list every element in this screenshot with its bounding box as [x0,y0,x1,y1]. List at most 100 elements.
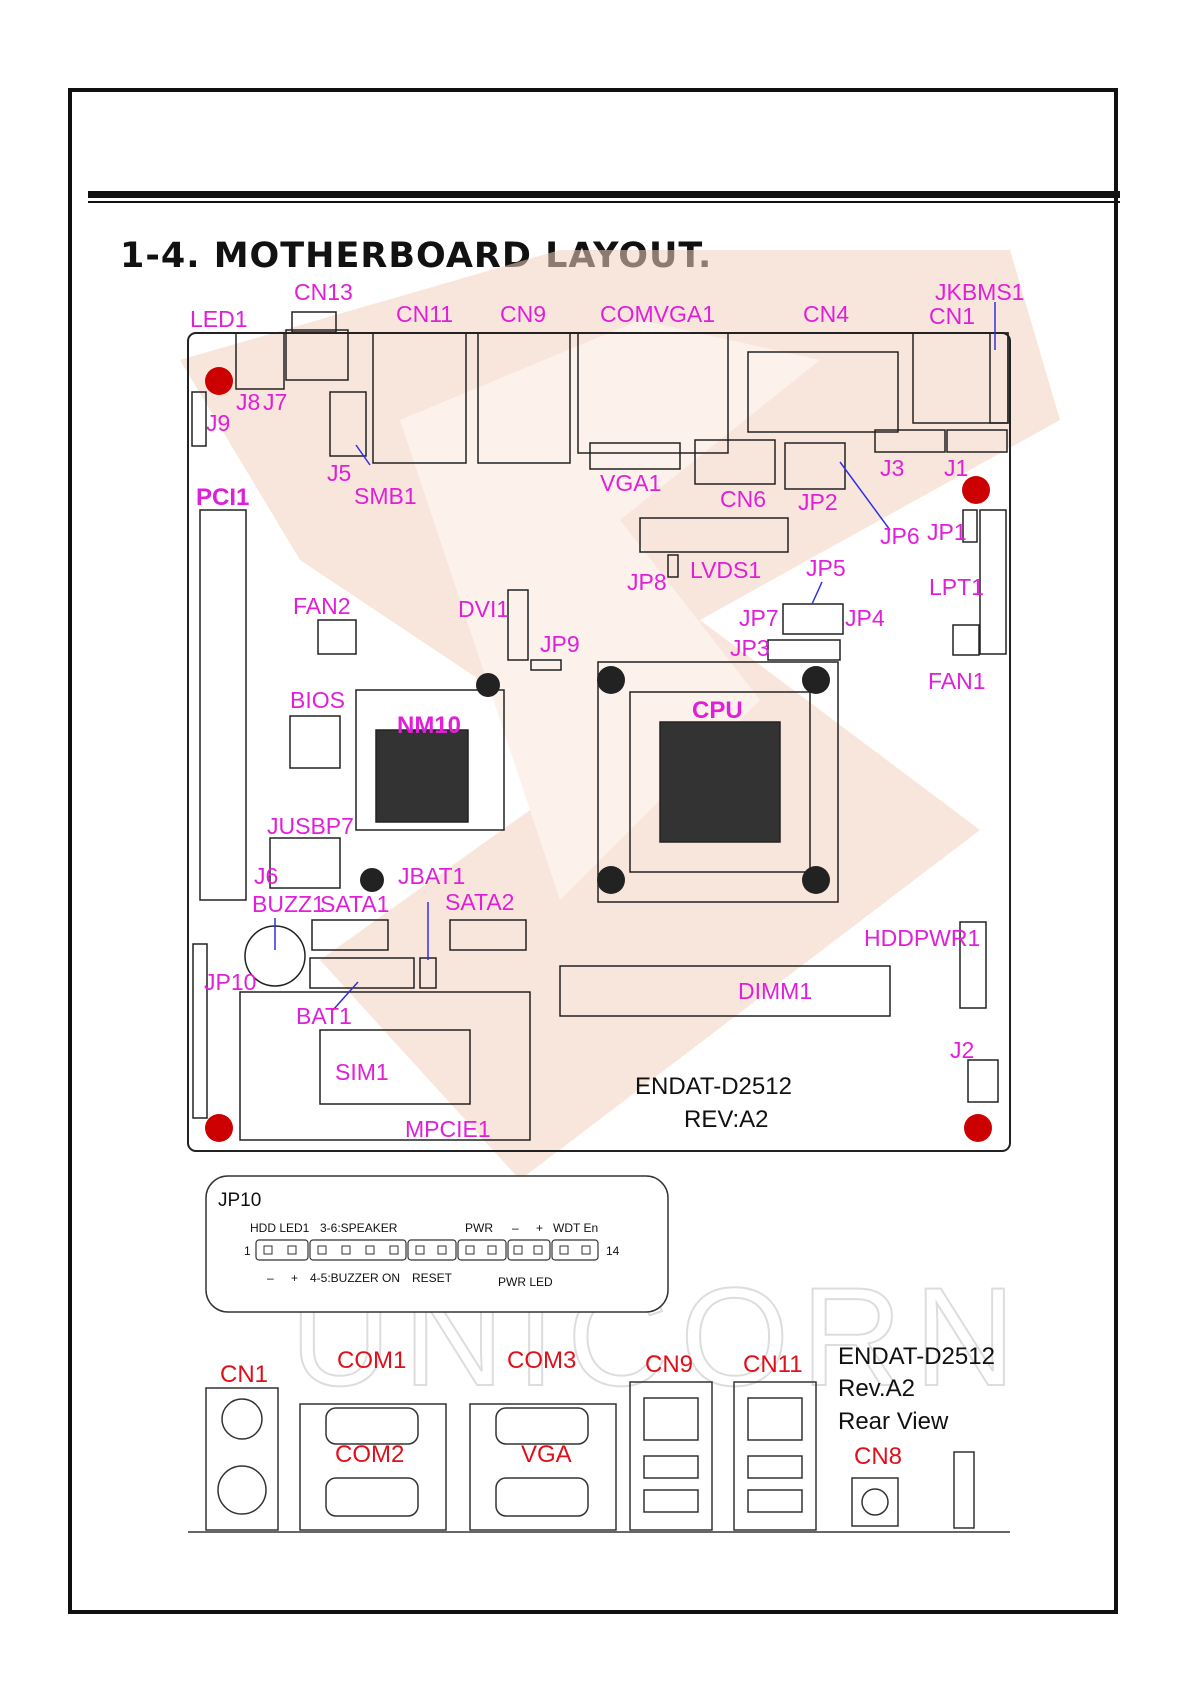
rear-com2-port [325,1477,419,1517]
rear-cn9-stack [629,1381,713,1531]
label-j9: J9 [206,410,230,436]
jp10-pin-group-pwrled [507,1239,551,1261]
rear-com1-com2-stack [299,1403,447,1531]
header-rule [88,191,1120,198]
jp10-pin [389,1245,399,1255]
jp10-pin-group-pwr [457,1239,507,1261]
fan2-connector [317,619,357,655]
cn6-header [694,439,776,485]
label-vga1: VGA1 [600,470,661,496]
jp10-title: JP10 [218,1190,261,1211]
header-rule-thin [88,201,1120,203]
cn13-connector [285,329,349,381]
rear-caption-view: Rear View [838,1408,949,1435]
jp10-reset: RESET [412,1271,453,1285]
rear-com1-port [325,1407,419,1445]
rear-label-cn11: CN11 [743,1351,803,1378]
jp10-pin [513,1245,523,1255]
label-led1: LED1 [190,306,248,332]
jp10-pin-group-speaker [309,1239,407,1261]
label-j8: J8 [236,389,260,415]
rear-cn11-lan-port [747,1397,803,1441]
sata2-connector [449,919,527,951]
rear-ps2-top [221,1398,263,1440]
rear-cn11-usb-top [747,1455,803,1479]
j3-header [874,429,946,453]
cpu-standoff-br [802,866,830,894]
label-sata2: SATA2 [445,889,514,915]
lpt1-header [979,509,1007,655]
jp10-detail-box [205,1175,669,1313]
rear-com3-vga-stack [469,1403,617,1531]
label-jp7: JP7 [739,605,779,631]
rear-vga-port [495,1477,589,1517]
jp10-pin-end: 14 [606,1244,620,1258]
jp10-pin-start: 1 [244,1244,251,1258]
jp10-pin-group-wdt [551,1239,599,1261]
pci1-slot [199,509,247,901]
jp10-pin-group-reset [407,1239,457,1261]
label-fan2: FAN2 [293,593,351,619]
jp10-minus-top: – [512,1221,519,1235]
jkbms1-header [989,332,1009,424]
label-cn4: CN4 [803,301,849,327]
label-j2: J2 [950,1037,974,1063]
label-comvga1: COMVGA1 [600,301,715,327]
cn9-connector [477,332,571,464]
label-jp4: JP4 [845,605,885,631]
label-mpcie1: MPCIE1 [405,1116,491,1142]
jp10-pin [317,1245,327,1255]
label-jkbms1: JKBMS1 [935,279,1024,305]
label-cn11: CN11 [396,301,453,327]
rear-switch [953,1451,975,1529]
jp10-speaker: 3-6:SPEAKER [320,1221,398,1235]
hddpwr1-connector [959,921,987,1009]
jp8-header [667,554,679,578]
label-pci1: PCI1 [196,484,249,511]
jp10-pin-group-hdd [255,1239,309,1261]
jp3-header [767,639,841,661]
rear-cn8-dc-jack [851,1477,899,1527]
cn11-connector [372,332,467,464]
cn4-connector [747,351,899,433]
unicorn-watermark-logo [180,250,1060,1180]
jp10-plus-bottom: + [291,1271,298,1285]
mount-hole-tr [962,476,990,504]
board-model: ENDAT-D2512 [635,1073,792,1100]
label-jp6: JP6 [880,523,920,549]
label-bios: BIOS [290,687,345,713]
rear-cn11-stack [733,1381,817,1531]
page-frame [68,88,1118,1614]
rear-label-cn9: CN9 [645,1351,693,1378]
jp9-header [530,659,562,671]
smb1-callout [355,444,371,466]
rear-caption-rev: Rev.A2 [838,1375,915,1402]
label-cn6: CN6 [720,486,766,512]
cpu-standoff-bl [597,866,625,894]
label-j6: J6 [254,863,278,889]
bios-chip [289,715,341,769]
label-j5: J5 [327,460,351,486]
rear-cn8-barrel [861,1488,889,1516]
label-cn1: CN1 [929,303,975,329]
mpcie1-slot [239,991,531,1141]
label-cn13: CN13 [294,279,353,305]
label-jp9: JP9 [540,631,580,657]
jp10-pin [581,1245,591,1255]
rear-com3-port [495,1407,589,1445]
jp2-header [784,442,846,490]
label-j3: J3 [880,455,904,481]
jp10-pin [365,1245,375,1255]
j1-header [946,429,1008,453]
cn13-housing [291,311,337,333]
rear-cn11-usb-bottom [747,1489,803,1513]
jp10-pin [559,1245,569,1255]
sata1-connector [311,919,389,951]
label-jp5: JP5 [806,555,846,581]
nm10-standoff-tr [476,673,500,697]
jp5-callout [811,581,823,605]
label-jbat1: JBAT1 [398,863,465,889]
label-j1: J1 [944,455,968,481]
label-cpu: CPU [692,697,743,724]
cpu-standoff-tl [597,666,625,694]
